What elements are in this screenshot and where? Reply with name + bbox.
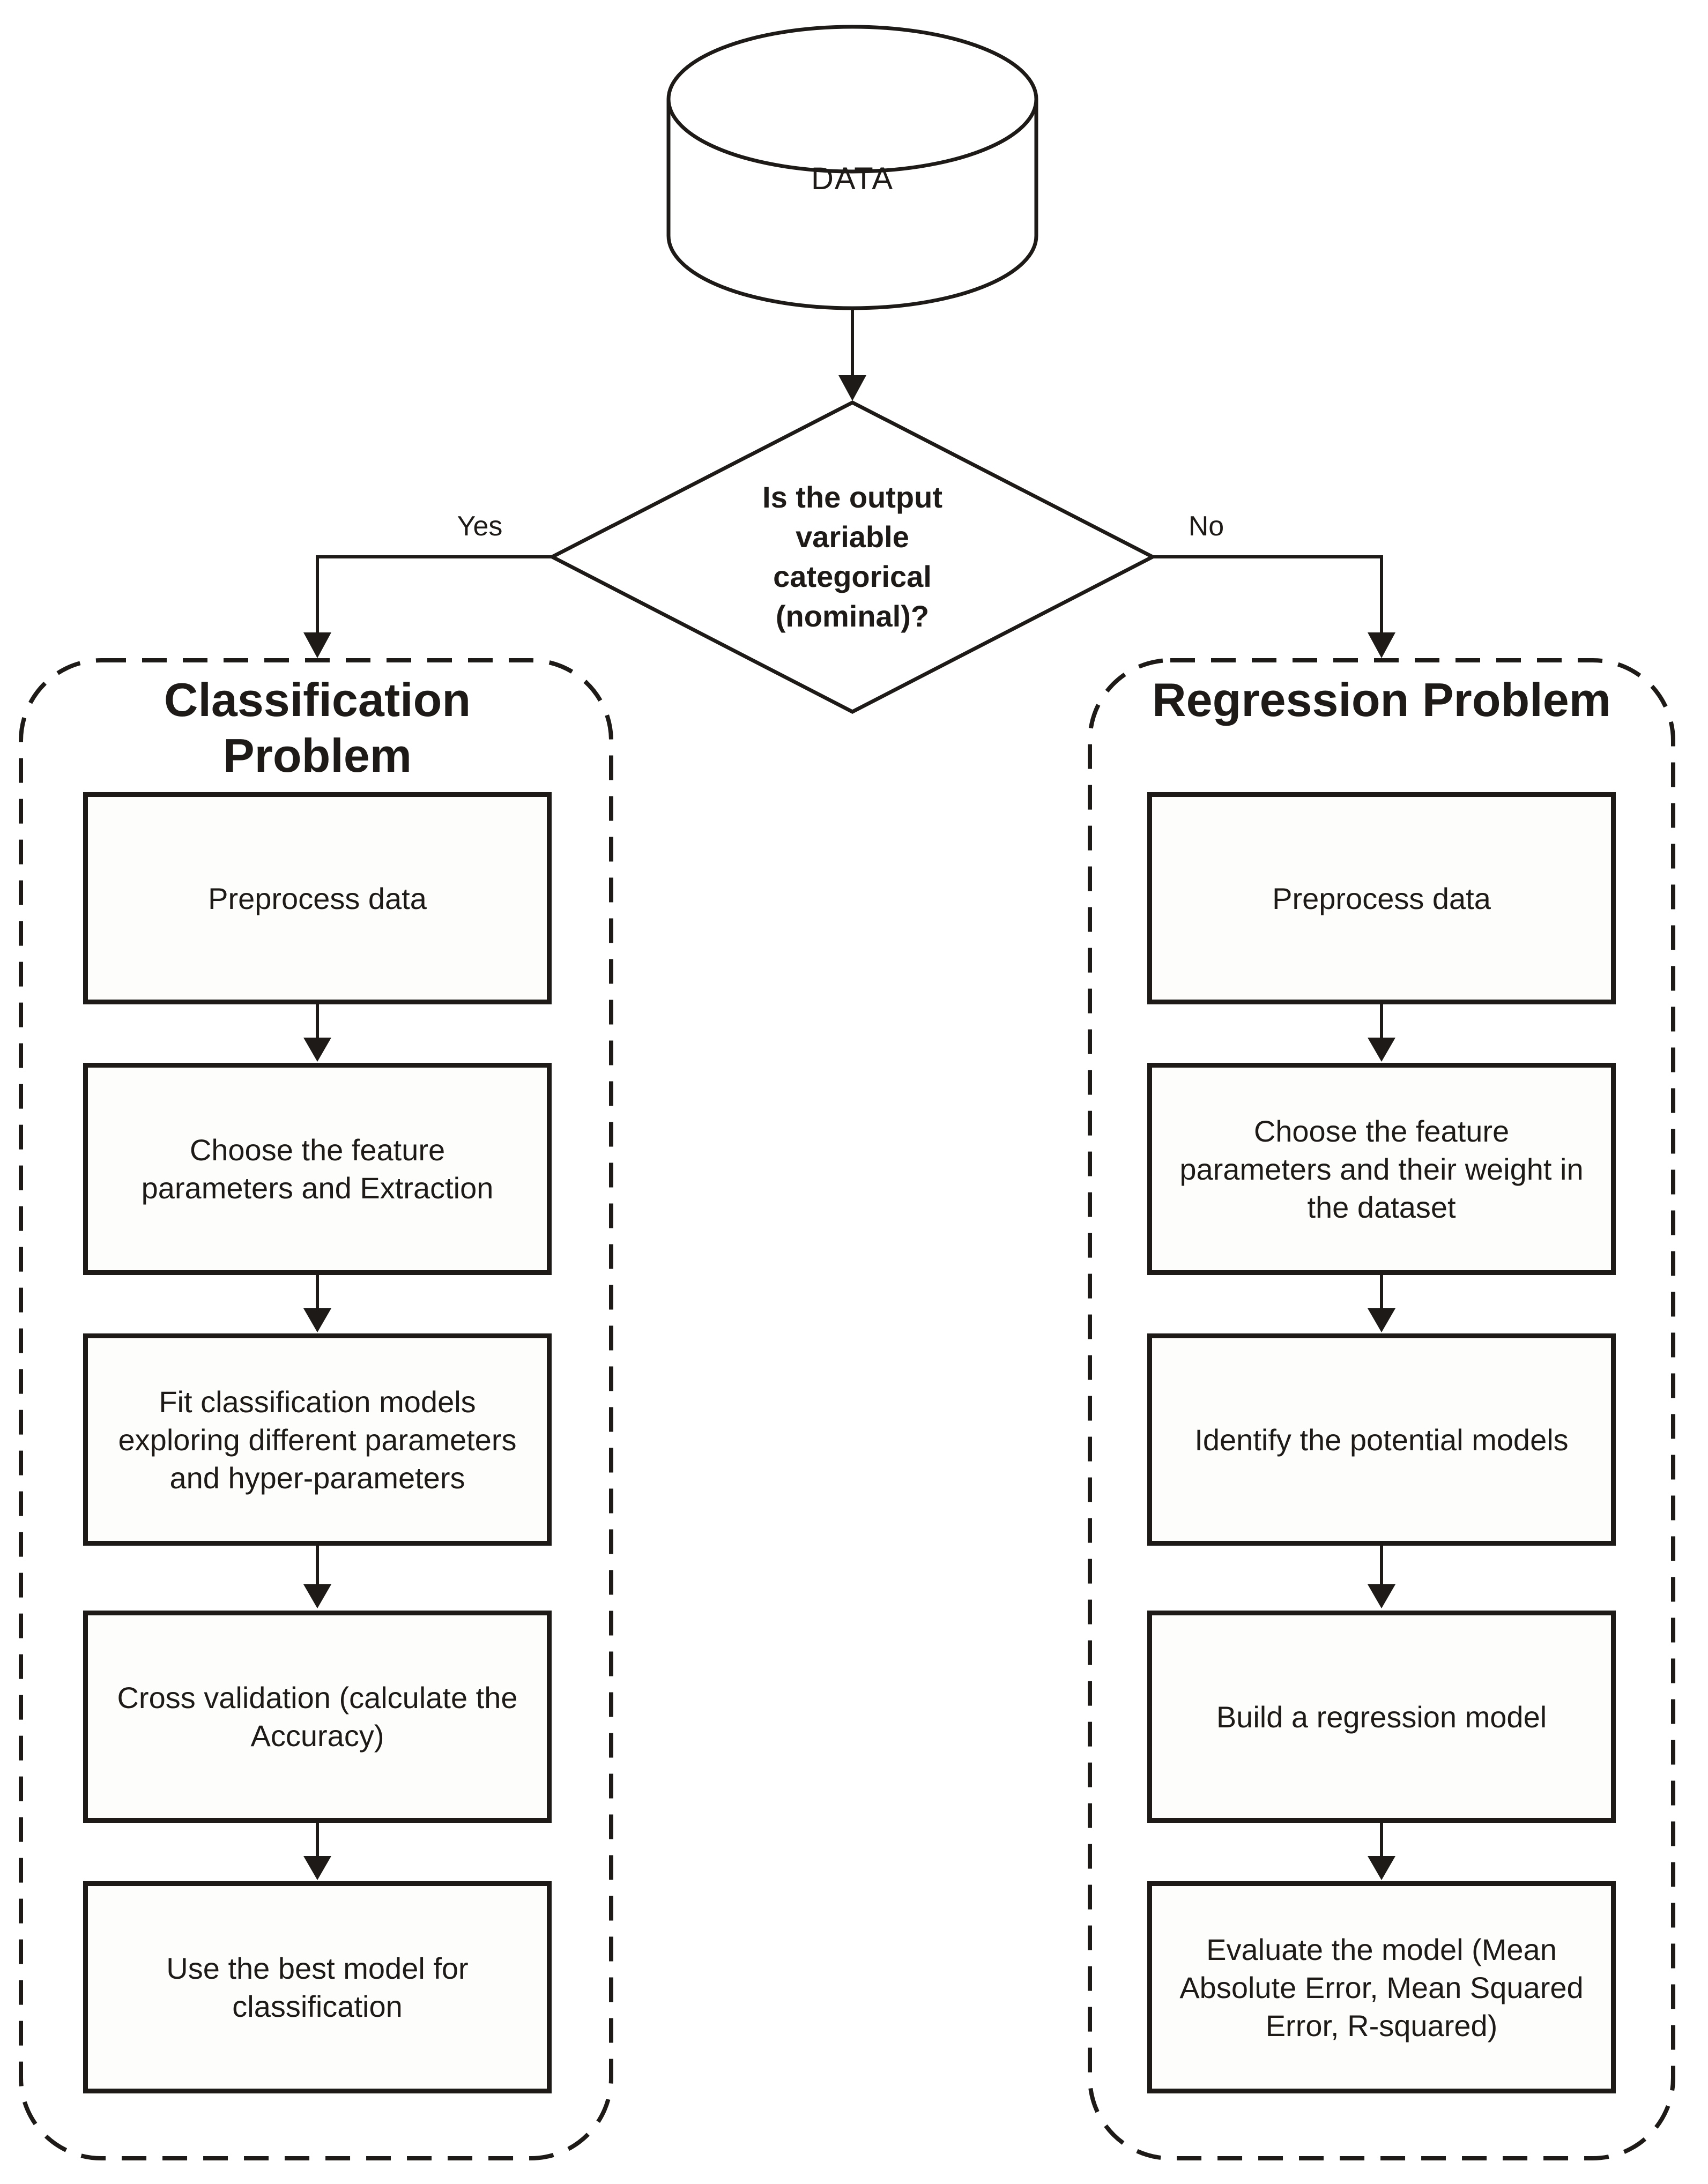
regression-step-box-evaluate-model: Evaluate the model (Mean Absolute Error,… [1147,1881,1616,2093]
regression-branch-title: Regression Problem [1152,673,1611,726]
decision-question-line: (nominal)? [775,599,930,633]
step-label: Preprocess data [1272,881,1491,915]
decision-question: Is the output variable categorical (nomi… [681,478,1024,636]
arrowhead-data-to-decision [838,375,866,401]
regression-step-box-identify-models: Identify the potential models [1147,1333,1616,1546]
arrowhead-class-step4-5 [303,1856,331,1880]
arrowhead-class-step3-4 [303,1584,331,1608]
yes-branch-label: Yes [457,511,503,542]
arrowhead-regr-step3-4 [1368,1584,1395,1608]
decision-question-line: Is the output [762,480,942,514]
decision-question-line: variable [796,520,909,554]
classification-step-box-feature-params: Choose the feature parameters and Extrac… [83,1063,552,1275]
step-label: Identify the potential models [1194,1422,1569,1457]
arrowhead-regr-step2-3 [1368,1308,1395,1332]
step-label: Use the best model for classification [166,1951,469,2023]
step-label: Fit classification models exploring diff… [118,1384,517,1495]
connector-no-branch [1153,555,1383,633]
step-label: Build a regression model [1216,1700,1547,1734]
arrowhead-regr-step4-5 [1368,1856,1395,1880]
arrowhead-regr-step1-2 [1368,1038,1395,1062]
step-label: Preprocess data [208,881,427,915]
regression-step-box-build-model: Build a regression model [1147,1611,1616,1823]
classification-step-box-preprocess: Preprocess data [83,792,552,1004]
arrowhead-class-step2-3 [303,1308,331,1332]
regression-branch-outline [1088,658,1675,2160]
decision-question-line: categorical [773,560,932,593]
classification-branch-outline [19,658,613,2160]
arrowhead-class-step1-2 [303,1038,331,1062]
step-label: Choose the feature parameters and their … [1179,1114,1584,1224]
arrowhead-no-branch [1368,632,1395,658]
classification-step-box-best-model: Use the best model for classification [83,1881,552,2093]
step-label: Evaluate the model (Mean Absolute Error,… [1179,1932,1584,2043]
regression-step-box-feature-params: Choose the feature parameters and their … [1147,1063,1616,1275]
classification-step-box-fit-models: Fit classification models exploring diff… [83,1333,552,1546]
step-label: Cross validation (calculate the Accuracy… [117,1681,518,1753]
classification-step-box-cross-validation: Cross validation (calculate the Accuracy… [83,1611,552,1823]
connector-yes-branch [316,555,552,633]
data-store-label: DATA [811,161,894,196]
regression-step-box-preprocess: Preprocess data [1147,792,1616,1004]
classification-branch-title: Classification Problem [164,673,471,782]
decision-diamond-shape [548,400,1157,714]
database-cylinder-top [666,25,1038,174]
no-branch-label: No [1188,511,1224,542]
arrowhead-yes-branch [303,632,331,658]
step-label: Choose the feature parameters and Extrac… [141,1133,494,1205]
